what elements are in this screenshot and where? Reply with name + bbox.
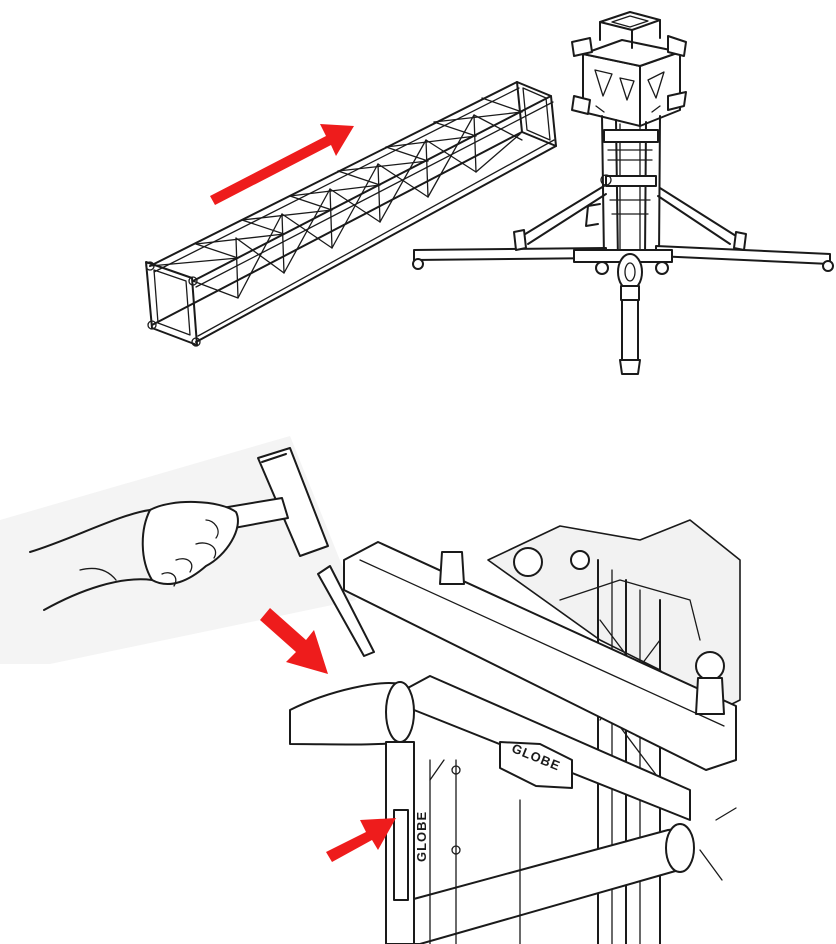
slide-arrow: [210, 124, 354, 205]
hand-with-hammer: [29, 447, 329, 611]
pin-arrow: [326, 818, 396, 862]
hammer-arrow: [260, 608, 328, 674]
connector-detail: GLOBE GLOBE: [289, 519, 741, 944]
step-1-illustration: [145, 11, 834, 375]
truss-section: [145, 81, 557, 347]
tower-lift: [412, 11, 834, 375]
post-brand-label: GLOBE: [414, 811, 429, 862]
step-2-illustration: GLOBE GLOBE: [0, 436, 741, 944]
